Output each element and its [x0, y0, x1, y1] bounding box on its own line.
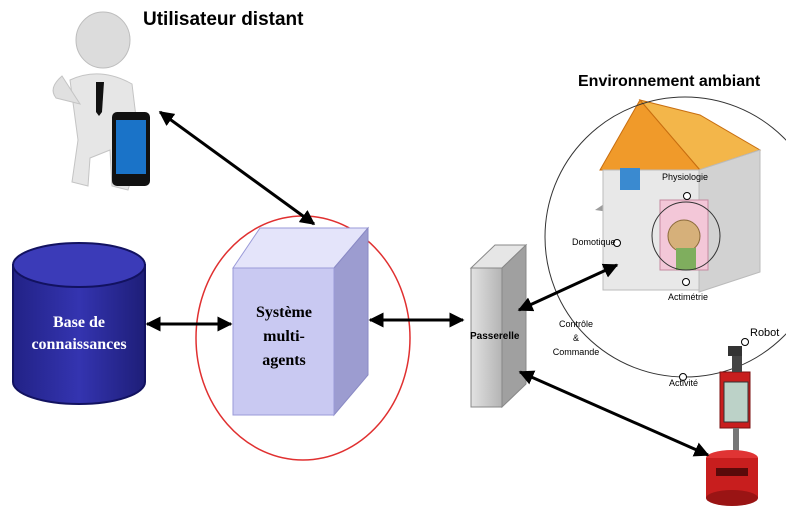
remote-user-label: Utilisateur distant — [143, 9, 304, 30]
house-illustration — [595, 99, 762, 293]
dot-robot — [741, 338, 749, 346]
physiology-label: Physiologie — [662, 172, 709, 182]
kb-line-2: connaissances — [31, 336, 127, 353]
knowledge-base-cylinder — [12, 242, 146, 405]
robot-illustration — [706, 346, 758, 506]
control-line-3: Commande — [552, 347, 600, 357]
mas-line-2: multi- — [263, 328, 305, 345]
orbit-inner — [651, 201, 721, 271]
control-line-2: & — [572, 333, 579, 343]
mas-line-3: agents — [262, 352, 306, 369]
dot-physiologie — [683, 192, 691, 200]
home-automation-label: Domotique — [572, 237, 616, 247]
arrow-user-mas — [158, 110, 316, 226]
ambient-environment-label: Environnement ambiant — [578, 73, 761, 90]
mas-cube — [232, 226, 370, 417]
kb-line-1: Base de — [53, 314, 105, 331]
robot-label: Robot — [750, 327, 780, 339]
knowledge-base-label: Base de connaissances — [13, 312, 145, 356]
gateway-box — [469, 243, 528, 409]
control-command-label: Contrôle & Commande — [548, 317, 604, 359]
activity-label: Activité — [669, 378, 699, 388]
mas-line-1: Système — [256, 304, 312, 321]
arrow-gateway-robot — [518, 370, 710, 457]
gateway-label: Passerelle — [470, 331, 520, 342]
control-line-1: Contrôle — [558, 319, 594, 329]
actimetry-label: Actimétrie — [668, 292, 709, 302]
mas-label: Système multi- agents — [236, 301, 332, 373]
arrow-gateway-domotique — [517, 263, 619, 312]
remote-user-figure — [52, 11, 150, 191]
dot-domotique — [613, 239, 621, 247]
dot-actimetrie — [682, 278, 690, 286]
